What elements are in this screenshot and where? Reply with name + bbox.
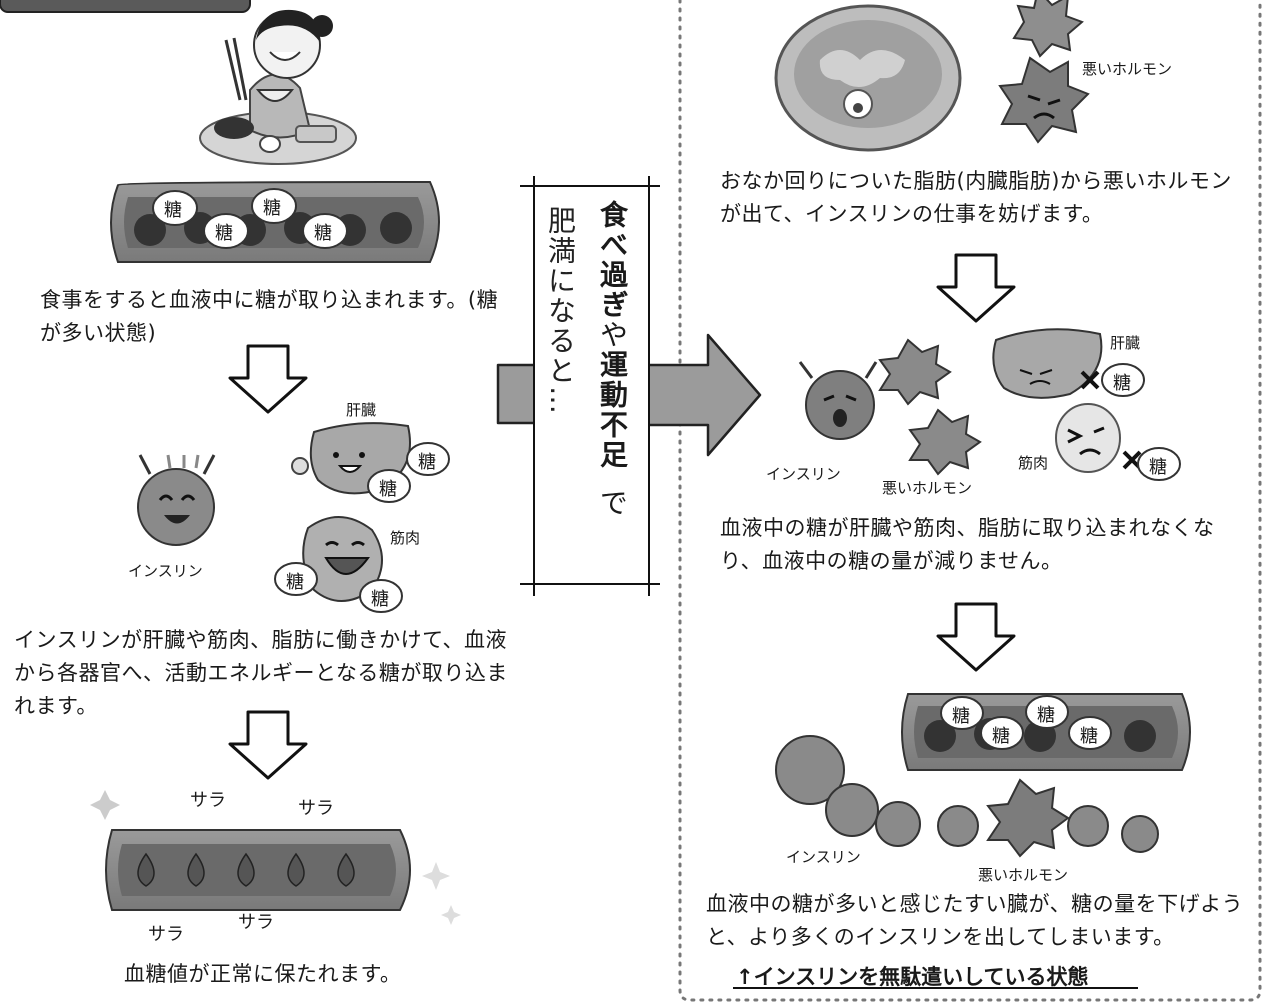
banner-overeating: 食べ過ぎ — [596, 200, 629, 320]
bad-hormone-label: 悪いホルモン — [1082, 60, 1173, 78]
bad-hormone-mid-2 — [908, 408, 982, 476]
banner-suffix: で — [596, 488, 629, 518]
sugar-label: 糖 — [992, 726, 1010, 747]
right-panel-border — [678, 0, 1262, 1002]
insulin-crowd — [775, 735, 1159, 853]
down-arrow-2 — [228, 710, 308, 780]
insulin-struggling-character — [798, 361, 878, 440]
girl-eating-illustration — [199, 9, 357, 165]
bad-hormone-label: 悪いホルモン — [882, 479, 973, 497]
banner-line-2: 肥満になると… — [544, 206, 577, 416]
sugar-label: 糖 — [371, 589, 389, 610]
sugar-label: 糖 — [1113, 373, 1131, 394]
sugar-badges-vessel-1 — [152, 188, 348, 249]
bad-hormone-mid-1 — [878, 338, 952, 406]
center-arrow — [496, 176, 762, 596]
bad-hormone-label: 悪いホルモン — [978, 866, 1069, 884]
muscle-sad-character — [1055, 403, 1181, 481]
sugar-label: 糖 — [1037, 705, 1055, 726]
banner-lack-of-exercise: 運動不足 — [596, 350, 629, 470]
section-tab — [0, 0, 251, 13]
blood-vessel-normal — [90, 790, 461, 925]
liver-happy-character — [291, 422, 450, 503]
sugar-label: 糖 — [286, 572, 304, 593]
right-step2-caption: 血液中の糖が肝臓や筋肉、脂肪に取り込まれなくなり、血液中の糖の量が減りません。 — [720, 516, 1215, 573]
muscle-label: 筋肉 — [390, 529, 421, 547]
sara-label: サラ — [148, 924, 184, 945]
insulin-label: インスリン — [786, 848, 861, 866]
insulin-label: インスリン — [128, 562, 203, 580]
banner-line-1: 食べ過ぎや運動不足で — [592, 200, 632, 580]
down-arrow-4 — [936, 602, 1016, 672]
bad-hormone-bottom — [986, 778, 1070, 858]
left-step3-caption: 血糖値が正常に保たれます。 — [124, 962, 402, 986]
liver-label: 肝臓 — [346, 401, 377, 419]
sugar-label: 糖 — [314, 223, 332, 244]
conclusion-text: ↑インスリンを無駄遣いしている状態 — [736, 965, 1089, 989]
liver-sad-character — [992, 328, 1145, 399]
blood-vessel-high-sugar-right — [901, 693, 1191, 771]
sugar-label: 糖 — [263, 198, 281, 219]
liver-label: 肝臓 — [1110, 334, 1141, 352]
sugar-label: 糖 — [215, 223, 233, 244]
right-step3-caption: 血液中の糖が多いと感じたすい臓が、糖の量を下げようと、より多くのインスリンを出し… — [706, 892, 1244, 949]
sugar-label: 糖 — [952, 706, 970, 727]
insulin-label: インスリン — [766, 465, 841, 483]
right-step1-caption: おなか回りについた脂肪(内臓脂肪)から悪いホルモンが出て、インスリンの仕事を妨げ… — [720, 169, 1232, 226]
banner-joiner: や — [596, 320, 629, 350]
sugar-label: 糖 — [1080, 726, 1098, 747]
muscle-happy-character — [274, 516, 403, 613]
left-step2-caption: インスリンが肝臓や筋肉、脂肪に働きかけて、血液から各器官へ、活動エネルギーとなる… — [14, 628, 508, 718]
insulin-happy-character — [137, 454, 216, 546]
sugar-label: 糖 — [164, 200, 182, 221]
sara-label: サラ — [190, 790, 226, 811]
sugar-label: 糖 — [379, 479, 397, 500]
abdomen-cross-section — [774, 4, 962, 152]
bad-hormone-top — [998, 0, 1090, 144]
sugar-label: 糖 — [1149, 457, 1167, 478]
sugar-label: 糖 — [418, 452, 436, 473]
down-arrow-3 — [936, 253, 1016, 323]
sara-label: サラ — [238, 912, 274, 933]
muscle-label: 筋肉 — [1018, 454, 1049, 472]
down-arrow-1 — [228, 344, 308, 414]
left-step1-caption: 食事をすると血液中に糖が取り込まれます。(糖が多い状態) — [40, 288, 499, 345]
sara-label: サラ — [298, 798, 334, 819]
